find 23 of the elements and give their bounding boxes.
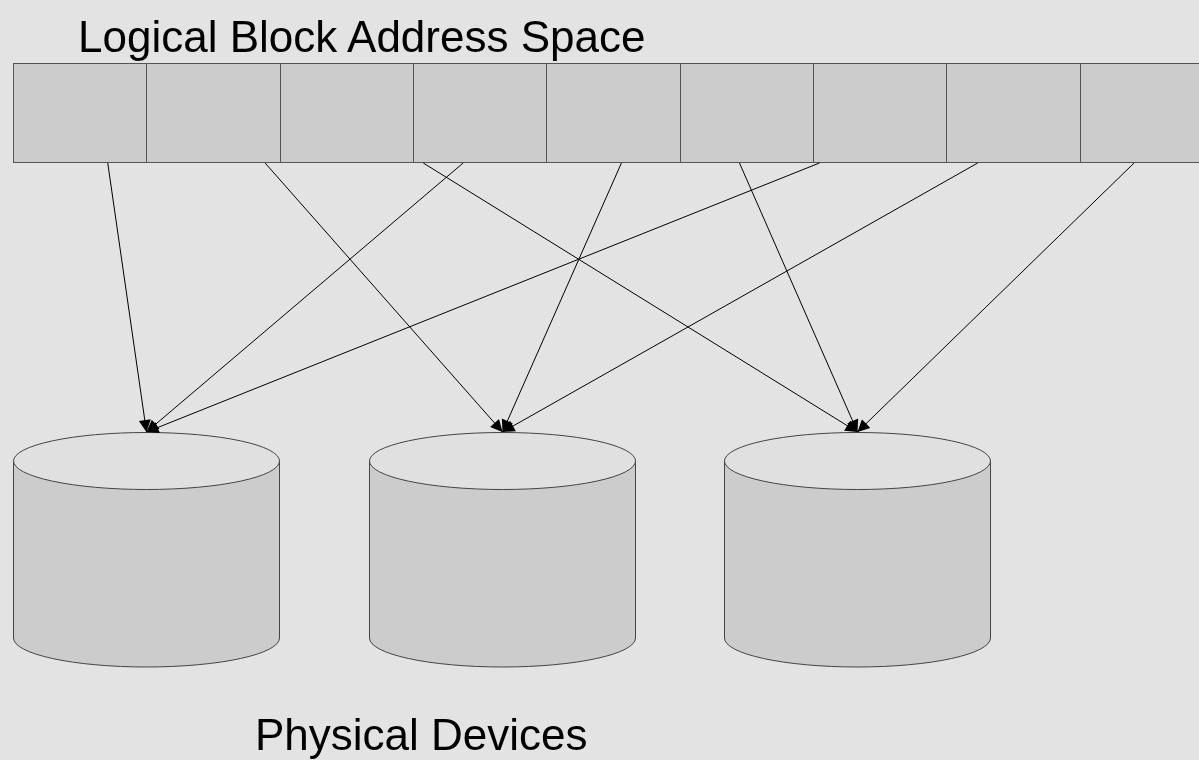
address-block	[146, 63, 281, 163]
address-block	[13, 63, 147, 163]
arrow	[857, 162, 1135, 433]
address-block	[413, 63, 547, 163]
arrow	[501, 162, 622, 433]
address-block	[1080, 63, 1199, 163]
address-block	[546, 63, 681, 163]
disk-cylinder	[13, 432, 280, 668]
address-block	[280, 63, 414, 163]
arrow	[146, 162, 820, 434]
disk-cylinder	[724, 432, 991, 668]
address-block	[680, 63, 814, 163]
arrow	[502, 162, 979, 433]
heading: Logical Block Address Space	[78, 15, 646, 59]
arrow	[107, 162, 151, 433]
arrow	[146, 162, 464, 433]
caption: Physical Devices	[255, 713, 588, 757]
address-block	[946, 63, 1081, 163]
arrow	[264, 162, 503, 433]
arrow	[739, 162, 859, 433]
address-block	[813, 63, 947, 163]
disk-cylinder	[369, 432, 636, 668]
arrow	[422, 162, 858, 433]
